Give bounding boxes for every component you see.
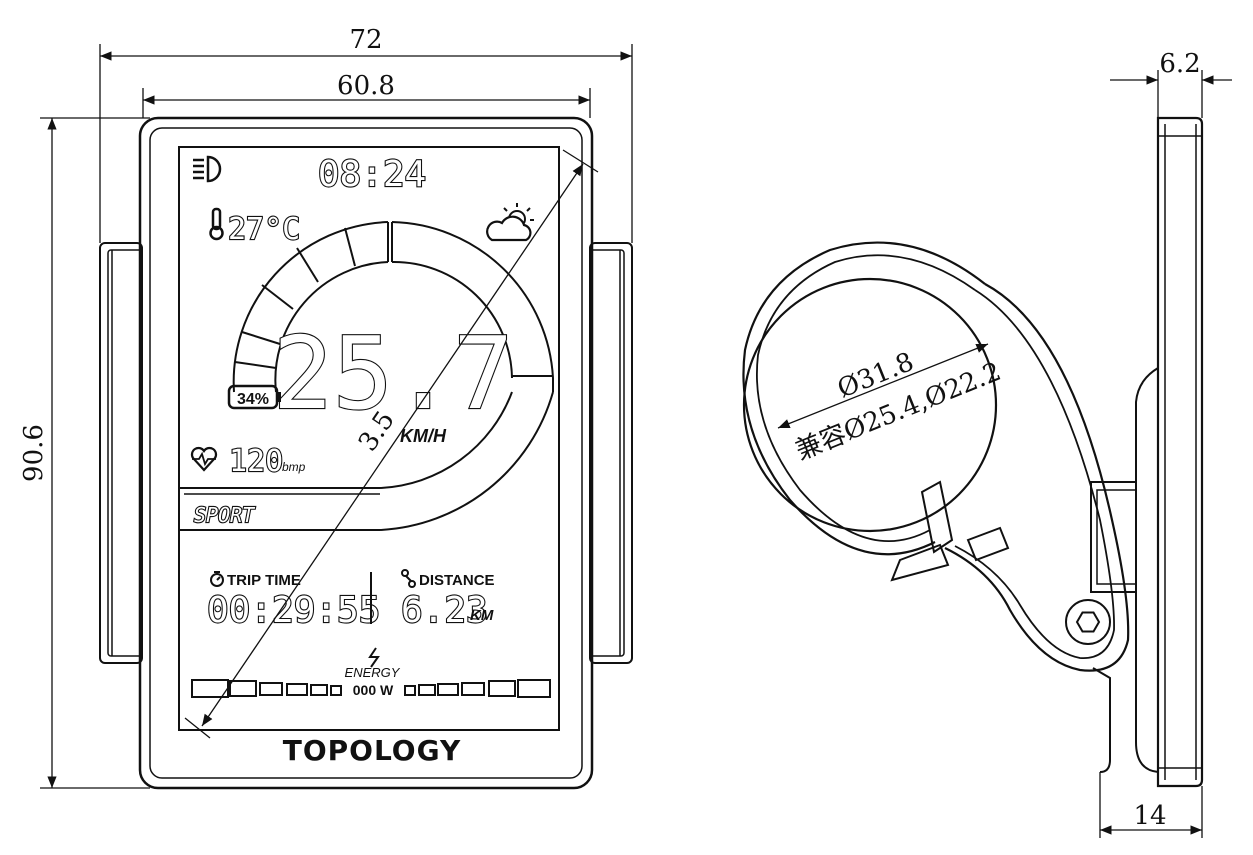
left-button-block bbox=[99, 242, 143, 664]
height-label: 90.6 bbox=[19, 424, 49, 482]
hex-bolt-icon bbox=[1065, 599, 1111, 645]
heart-rate-readout: 120 bbox=[229, 444, 283, 479]
mode-label: SPORT bbox=[194, 503, 256, 527]
overall-width-label: 72 bbox=[349, 25, 382, 55]
distance-unit: KM bbox=[470, 607, 494, 624]
speed-unit: KM/H bbox=[400, 426, 447, 446]
clamp bbox=[742, 241, 1130, 672]
energy-label: ENERGY bbox=[345, 665, 401, 680]
thermometer-icon bbox=[209, 207, 224, 241]
route-icon bbox=[401, 569, 416, 588]
battery-readout: 34% bbox=[237, 391, 269, 408]
mount-depth-label: 14 bbox=[1133, 801, 1166, 831]
brand-logo: TOPOLOGY bbox=[283, 734, 462, 767]
side-display-body bbox=[1156, 116, 1204, 788]
clamp-bore bbox=[742, 277, 998, 533]
trip-time-readout: 00:29:55 bbox=[207, 590, 380, 631]
weather-sun-cloud-icon bbox=[486, 203, 534, 242]
clock-readout: 08:24 bbox=[318, 154, 426, 195]
side-depth-label: 6.2 bbox=[1159, 49, 1200, 79]
display-housing bbox=[138, 116, 594, 790]
front-view: 08:24 27°C bbox=[99, 116, 633, 790]
power-readout: 000 W bbox=[353, 682, 394, 698]
screen-width-label: 60.8 bbox=[337, 71, 395, 101]
temperature-readout: 27°C bbox=[228, 212, 300, 247]
diagonal-dimension-line bbox=[201, 163, 584, 727]
stopwatch-icon bbox=[210, 571, 224, 587]
heart-rate-icon bbox=[190, 446, 218, 472]
front-dimensions: 72 60.8 90.6 bbox=[19, 25, 633, 789]
clamp-diameter-dimension-line bbox=[777, 343, 989, 429]
side-view: Ø31.8 兼容Ø25.4,Ø22.2 bbox=[742, 116, 1204, 788]
heart-rate-unit: bmp bbox=[282, 460, 306, 474]
distance-label: DISTANCE bbox=[419, 572, 495, 589]
trip-time-label: TRIP TIME bbox=[227, 572, 301, 589]
headlight-icon bbox=[193, 155, 222, 183]
right-button-block bbox=[589, 242, 633, 664]
side-dimensions: 6.2 14 bbox=[1099, 49, 1232, 838]
speed-readout: 25.7 bbox=[273, 315, 514, 432]
